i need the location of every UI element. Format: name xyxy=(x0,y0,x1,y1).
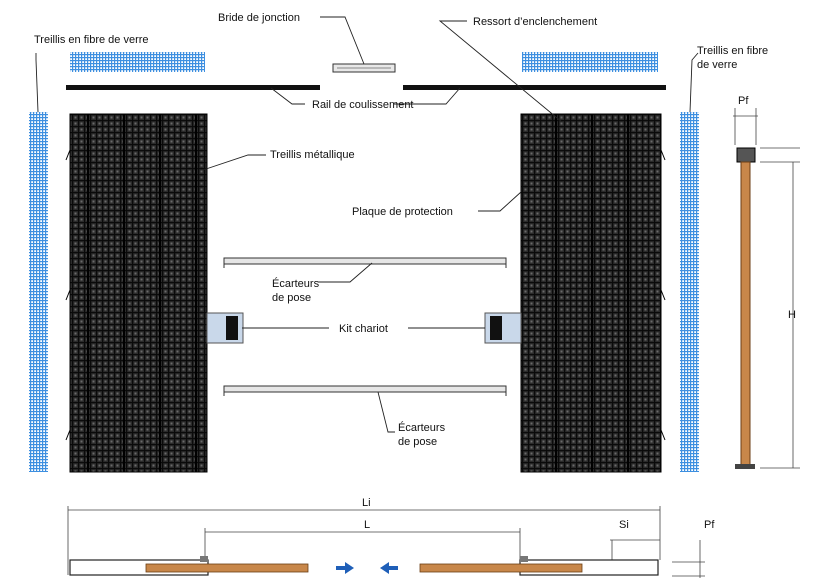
junction-flange xyxy=(332,63,396,73)
label-spacers-top-line2: de pose xyxy=(272,292,311,304)
label-spacers-top-line1: Écarteurs xyxy=(272,277,320,290)
metal-lattice-panel-right xyxy=(520,113,666,473)
label-metal-lattice: Treillis métallique xyxy=(270,149,355,161)
label-junction-flange: Bride de jonction xyxy=(218,12,300,24)
dimension-pf-top: Pf xyxy=(738,95,749,107)
side-section-view xyxy=(733,108,800,469)
label-trolley-kit: Kit chariot xyxy=(339,323,388,335)
dimension-li: Li xyxy=(362,497,371,509)
fiberglass-strip-left xyxy=(29,112,48,472)
label-engagement-spring: Ressort d’enclenchement xyxy=(473,16,597,28)
installation-spacer-top xyxy=(223,257,507,268)
fiberglass-mesh-top-right xyxy=(522,52,658,72)
sliding-rail-right xyxy=(403,85,666,90)
dimension-si: Si xyxy=(619,519,629,531)
sliding-rail-left xyxy=(66,85,320,90)
label-fiberglass-lattice-left: Treillis en fibre de verre xyxy=(34,34,149,46)
installation-spacer-bottom xyxy=(223,385,507,396)
label-fiberglass-lattice-right-line1: Treillis en fibre xyxy=(697,45,768,57)
fiberglass-mesh-top-left xyxy=(70,52,205,72)
label-sliding-rail: Rail de coulissement xyxy=(312,99,414,111)
label-fiberglass-lattice-right-line2: de verre xyxy=(697,59,737,71)
metal-lattice-panel-left xyxy=(65,113,208,473)
label-protection-plate: Plaque de protection xyxy=(352,206,453,218)
label-spacers-bottom-line1: Écarteurs xyxy=(398,421,446,434)
leader-lines xyxy=(35,16,699,433)
arrow-right-icon xyxy=(336,562,354,574)
dimension-l: L xyxy=(364,519,370,531)
trolley-kit-left xyxy=(206,312,244,344)
trolley-kit-right xyxy=(484,312,522,344)
dimension-h: H xyxy=(788,309,796,321)
fiberglass-strip-right xyxy=(680,112,699,472)
dimension-pf-bottom: Pf xyxy=(704,519,715,531)
label-spacers-bottom-line2: de pose xyxy=(398,436,437,448)
plan-view xyxy=(67,506,705,578)
arrow-left-icon xyxy=(380,562,398,574)
